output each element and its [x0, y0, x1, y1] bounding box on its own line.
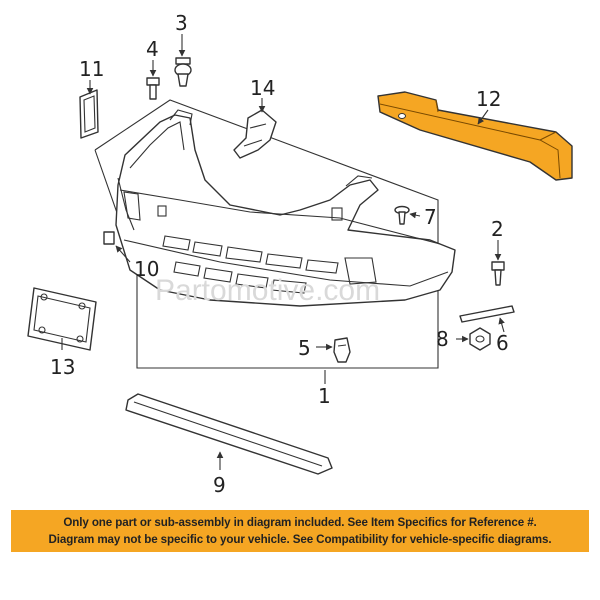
part-6-strip: [459, 305, 515, 323]
part-7-pin: [394, 205, 410, 225]
notice-line-2: Diagram may not be specific to your vehi…: [48, 533, 552, 546]
leader-12: [477, 109, 489, 125]
callout-13: 13: [50, 355, 75, 379]
part-10-clip: [103, 231, 115, 245]
callout-11: 11: [79, 57, 104, 81]
callout-6: 6: [496, 331, 509, 355]
part-5-pin: [333, 337, 351, 363]
part-11-bracket: [79, 89, 99, 139]
notice-banner: Only one part or sub-assembly in diagram…: [11, 510, 589, 552]
callout-12: 12: [476, 87, 501, 111]
part-9-support-bar: [125, 393, 333, 475]
leader-7: [409, 211, 421, 219]
callout-2: 2: [491, 217, 504, 241]
leader-6: [498, 317, 505, 333]
callout-4: 4: [146, 37, 159, 61]
leader-10: [115, 245, 131, 263]
part-13-license-bracket: [27, 287, 97, 351]
part-3-clip: [174, 57, 192, 87]
callout-5: 5: [298, 336, 311, 360]
callout-7: 7: [424, 205, 437, 229]
part-14-bracket: [233, 109, 277, 159]
callout-1: 1: [318, 384, 331, 408]
watermark: Partomotive.com: [155, 274, 380, 307]
part-8-nut: [469, 327, 491, 351]
part-12-impact-bar: [377, 91, 573, 181]
notice-line-1: Only one part or sub-assembly in diagram…: [63, 516, 537, 529]
part-1-bumper-cover: [115, 109, 456, 307]
callout-8: 8: [436, 327, 449, 351]
callout-10: 10: [134, 257, 159, 281]
callout-3: 3: [175, 11, 188, 35]
part-4-bolt: [146, 77, 160, 100]
callout-9: 9: [213, 473, 226, 497]
callout-14: 14: [250, 76, 275, 100]
part-2-screw: [491, 261, 505, 286]
